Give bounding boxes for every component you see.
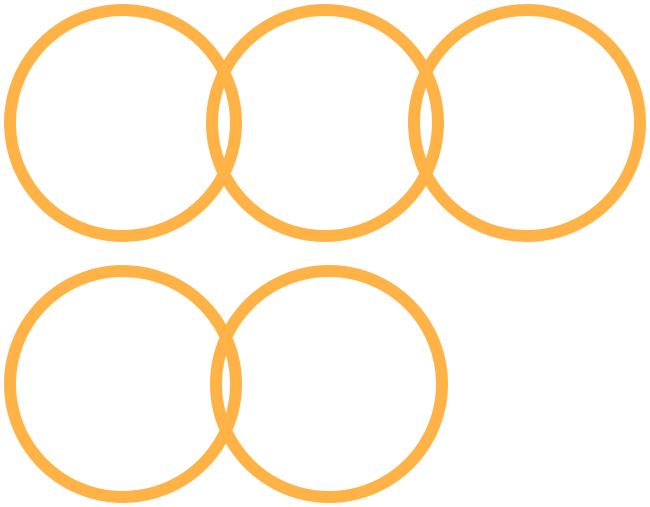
ring-2 xyxy=(206,4,444,242)
ring-4 xyxy=(4,265,242,503)
rings-group xyxy=(4,4,646,503)
ring-5 xyxy=(210,265,448,503)
ring-3 xyxy=(408,4,646,242)
ring-1 xyxy=(4,4,242,242)
